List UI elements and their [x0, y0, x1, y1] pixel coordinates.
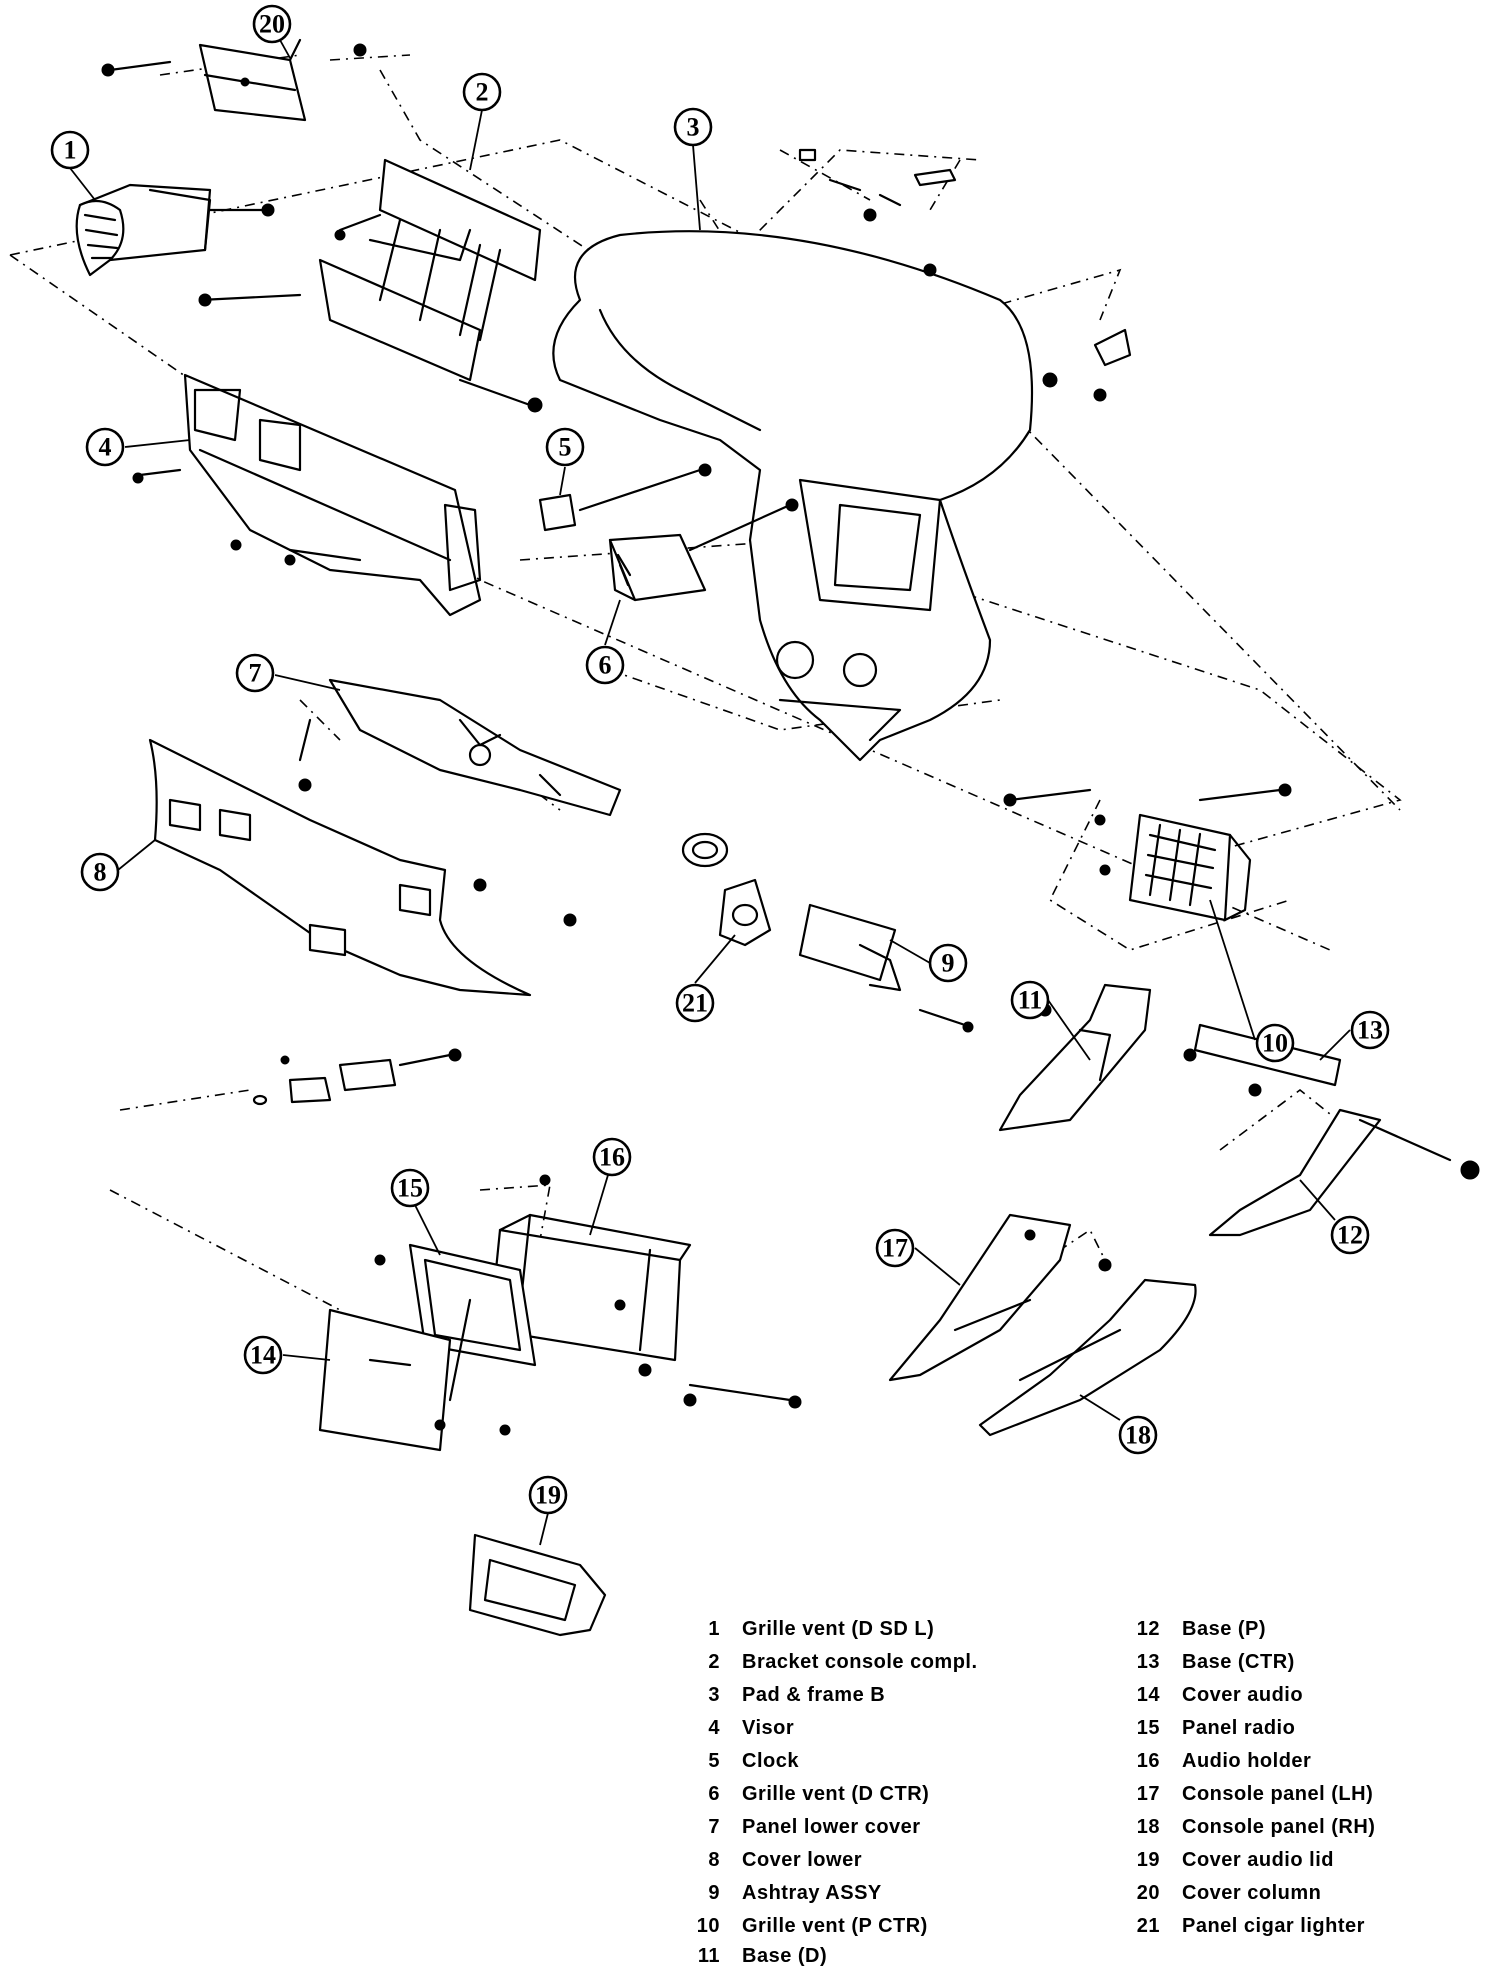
part-18-console-panel-rh	[978, 1278, 1197, 1437]
callout-9: 9	[928, 943, 968, 983]
part-1-grille-vent-dsdl	[75, 183, 275, 277]
callout-17: 17	[875, 1228, 915, 1268]
callout-label: 20	[259, 10, 285, 39]
callout-18: 18	[1118, 1415, 1158, 1455]
callout-3: 3	[673, 107, 713, 147]
callout-12: 12	[1330, 1215, 1370, 1255]
callout-label: 5	[559, 433, 572, 462]
callout-1: 1	[50, 130, 90, 170]
part-21-panel-cigar-lighter	[681, 832, 772, 947]
part-10-grille-vent-pctr	[1003, 783, 1292, 922]
part-15-panel-radio	[374, 1174, 551, 1367]
callout-13: 13	[1350, 1010, 1390, 1050]
callout-20: 20	[252, 4, 292, 44]
callout-label: 3	[687, 113, 700, 142]
callout-label: 19	[535, 1481, 561, 1510]
callout-label: 14	[250, 1341, 276, 1370]
callout-label: 15	[397, 1174, 423, 1203]
callout-21: 21	[675, 983, 715, 1023]
callout-2: 2	[462, 72, 502, 112]
callout-label: 17	[882, 1234, 908, 1263]
part-9-ashtray	[798, 903, 974, 1033]
callout-label: 2	[476, 78, 489, 107]
callout-label: 21	[682, 989, 708, 1018]
part-17-console-panel-lh	[888, 1213, 1112, 1382]
leader-lines	[69, 39, 1351, 1546]
callout-label: 4	[99, 433, 112, 462]
callout-label: 9	[942, 949, 955, 978]
callout-8: 8	[80, 852, 120, 892]
part-7-panel-lower-cover	[298, 678, 622, 817]
part-14-cover-audio	[318, 1298, 697, 1452]
callout-14: 14	[243, 1335, 283, 1375]
callout-label: 16	[599, 1143, 625, 1172]
callout-label: 12	[1337, 1221, 1363, 1250]
hardware-cluster	[252, 1048, 462, 1106]
callout-label: 8	[94, 858, 107, 887]
part-2-bracket-console	[198, 43, 543, 413]
callout-19: 19	[528, 1475, 568, 1515]
part-4-visor	[132, 373, 482, 617]
part-12-base-p	[1208, 1108, 1480, 1237]
part-3-pad-frame	[552, 148, 1132, 762]
callout-10: 10	[1255, 1023, 1295, 1063]
callout-7: 7	[235, 653, 275, 693]
part-8-cover-lower	[148, 738, 577, 997]
part-5-clock	[538, 463, 712, 532]
part-19-cover-audio-lid	[468, 1533, 607, 1637]
part-16-audio-holder	[488, 1213, 802, 1409]
callout-label: 7	[249, 659, 262, 688]
callout-11: 11	[1010, 980, 1050, 1020]
callout-label: 13	[1357, 1016, 1383, 1045]
callout-label: 18	[1125, 1421, 1151, 1450]
callout-4: 4	[85, 427, 125, 467]
callout-label: 11	[1018, 986, 1043, 1015]
callout-label: 1	[64, 136, 77, 165]
callout-6: 6	[585, 645, 625, 685]
callout-label: 10	[1262, 1029, 1288, 1058]
callout-label: 6	[599, 651, 612, 680]
part-6-grille-vent-dctr	[608, 498, 799, 602]
callout-16: 16	[592, 1137, 632, 1177]
part-20-cover-column	[101, 38, 307, 122]
callout-15: 15	[390, 1168, 430, 1208]
callout-5: 5	[545, 427, 585, 467]
